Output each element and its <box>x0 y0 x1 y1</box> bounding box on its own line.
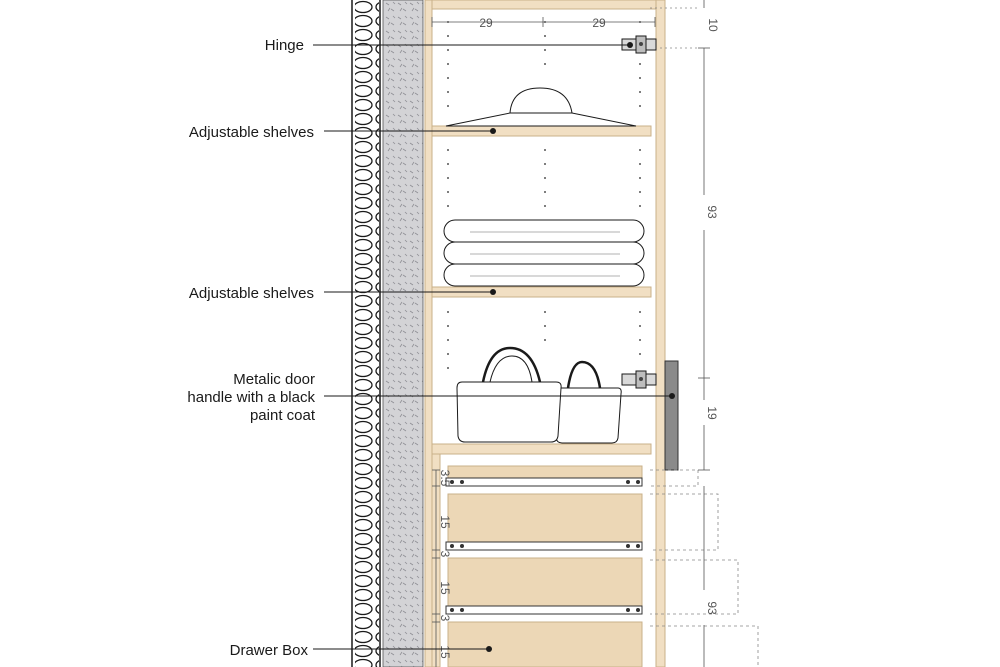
folded-towels-icon <box>443 219 645 287</box>
dim-top-gap: 10 <box>706 18 720 32</box>
label-drawer-box: Drawer Box <box>230 642 309 659</box>
leader-dots <box>486 42 675 652</box>
drawer-runner <box>445 541 643 551</box>
concrete-layer <box>382 0 424 667</box>
dim-drawer-front-1: 15 <box>438 515 452 529</box>
label-adjustable-shelves-lower: Adjustable shelves <box>189 285 314 302</box>
dim-door-lower-height: 93 <box>705 601 719 615</box>
hinge-icon <box>621 35 657 54</box>
label-door-handle-line3: paint coat <box>250 407 316 424</box>
insulation-layer <box>355 0 379 667</box>
fixed-shelf-divider <box>431 443 652 455</box>
metal-door-handle <box>664 360 679 471</box>
hinge-lower-icon <box>621 370 657 389</box>
handbags-icon <box>456 346 622 444</box>
cabinet-top-panel <box>431 0 657 10</box>
dim-drawer-gap-1: 3.5 <box>438 470 452 487</box>
cabinet-door-panel <box>655 0 666 667</box>
dim-top-left-width: 29 <box>479 16 493 30</box>
dim-drawer-gap-2: 3 <box>438 551 452 558</box>
dim-drawer-front-2: 15 <box>438 581 452 595</box>
cabinet-back-panel <box>424 0 433 667</box>
label-door-handle-line1: Metalic door <box>233 371 315 388</box>
label-door-handle-line2: handle with a black <box>187 389 315 406</box>
drawer-runner <box>445 605 643 615</box>
label-adjustable-shelves-upper: Adjustable shelves <box>189 124 314 141</box>
drawer-box <box>447 621 643 667</box>
dim-drawer-front-3: 15 <box>438 645 452 659</box>
drawer-section <box>431 453 759 667</box>
hat-icon <box>445 87 637 127</box>
dimension-lines <box>431 0 710 667</box>
shelf-pin-holes <box>447 21 641 369</box>
dim-top-right-width: 29 <box>592 16 606 30</box>
wall-section <box>351 0 424 667</box>
leader-lines <box>313 44 672 650</box>
drawer-front <box>447 557 643 607</box>
label-hinge: Hinge <box>265 37 304 54</box>
drawer-runner <box>445 477 643 487</box>
dim-door-upper-height: 93 <box>705 205 719 219</box>
drawer-front <box>447 493 643 543</box>
cabinet-carcass <box>424 0 666 667</box>
dim-handle-height: 19 <box>705 406 719 420</box>
dim-drawer-gap-3: 3 <box>438 615 452 622</box>
